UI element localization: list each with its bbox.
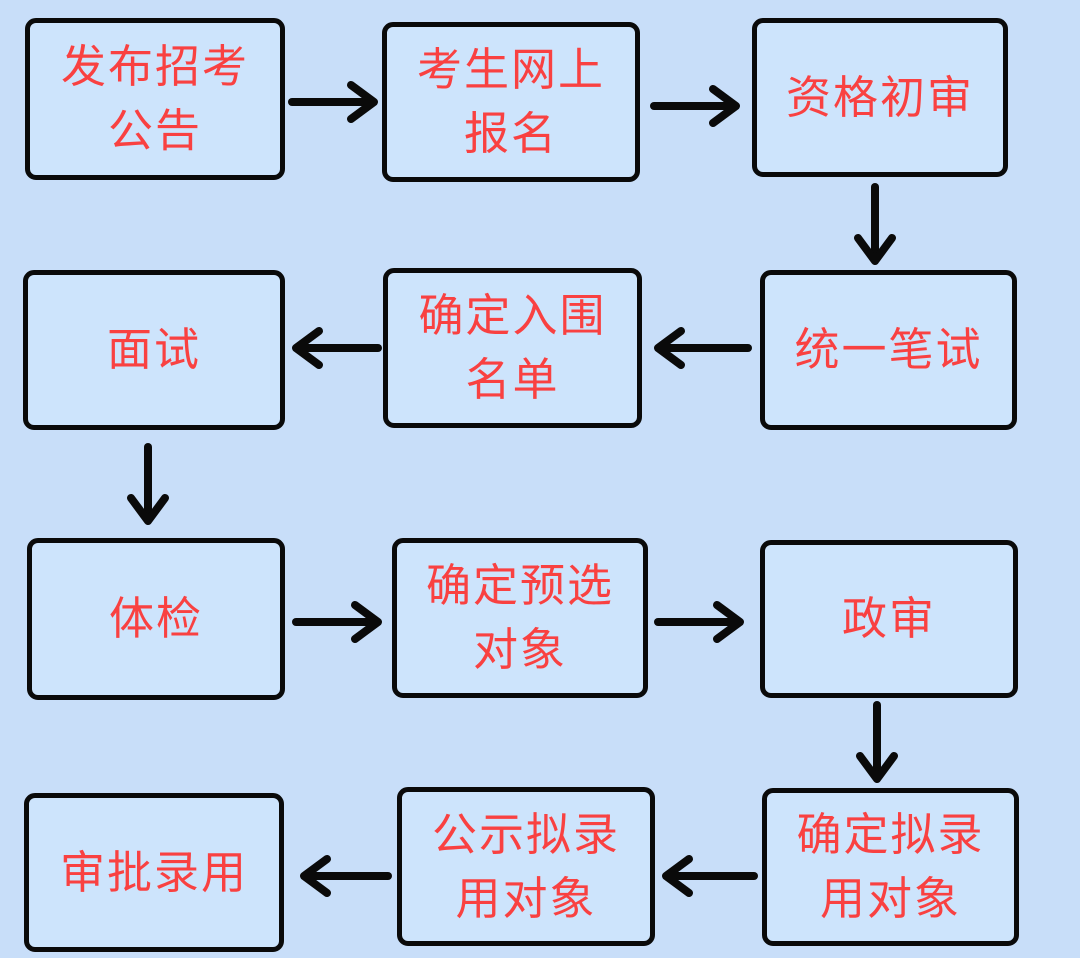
arrow-left-icon	[292, 327, 382, 369]
flow-node-label: 面试	[106, 324, 201, 376]
flow-node-label: 确定拟录 用对象	[796, 809, 985, 924]
flow-node-interview: 面试	[23, 270, 285, 430]
arrow-right-icon	[650, 85, 740, 127]
arrow-left-icon	[662, 855, 758, 897]
flow-node-label: 确定入围 名单	[418, 290, 607, 405]
flow-node-political-review: 政审	[760, 540, 1018, 698]
arrow-right-icon	[654, 601, 744, 643]
flow-node-physical-examination: 体检	[27, 538, 285, 700]
flow-node-online-registration: 考生网上 报名	[382, 22, 640, 182]
flow-node-label: 资格初审	[785, 71, 974, 123]
flow-node-publicity-proposed-hires: 公示拟录 用对象	[397, 787, 655, 946]
flow-node-qualification-initial-review: 资格初审	[752, 18, 1008, 177]
arrow-left-icon	[300, 855, 392, 897]
flow-node-preselection-determination: 确定预选 对象	[392, 538, 648, 698]
arrow-down-icon	[127, 443, 169, 525]
arrow-left-icon	[654, 327, 752, 369]
flow-node-label: 政审	[841, 593, 936, 645]
flow-node-publish-announcement: 发布招考 公告	[25, 18, 285, 180]
flow-node-unified-written-exam: 统一笔试	[760, 270, 1017, 430]
arrow-right-icon	[288, 81, 378, 123]
flow-node-proposed-hires-determination: 确定拟录 用对象	[762, 788, 1019, 946]
flow-node-approval-employment: 审批录用	[24, 793, 284, 952]
flow-node-label: 统一笔试	[794, 324, 983, 376]
arrow-right-icon	[292, 601, 382, 643]
flow-node-label: 体检	[108, 593, 203, 645]
flow-node-label: 公示拟录 用对象	[431, 808, 620, 924]
flow-node-label: 审批录用	[59, 846, 248, 898]
flow-node-label: 发布招考 公告	[60, 41, 249, 156]
arrow-down-icon	[854, 183, 896, 265]
flow-node-label: 确定预选 对象	[425, 560, 614, 675]
flow-node-label: 考生网上 报名	[416, 44, 605, 159]
arrow-down-icon	[856, 701, 898, 783]
flow-node-shortlist-determination: 确定入围 名单	[383, 268, 642, 428]
